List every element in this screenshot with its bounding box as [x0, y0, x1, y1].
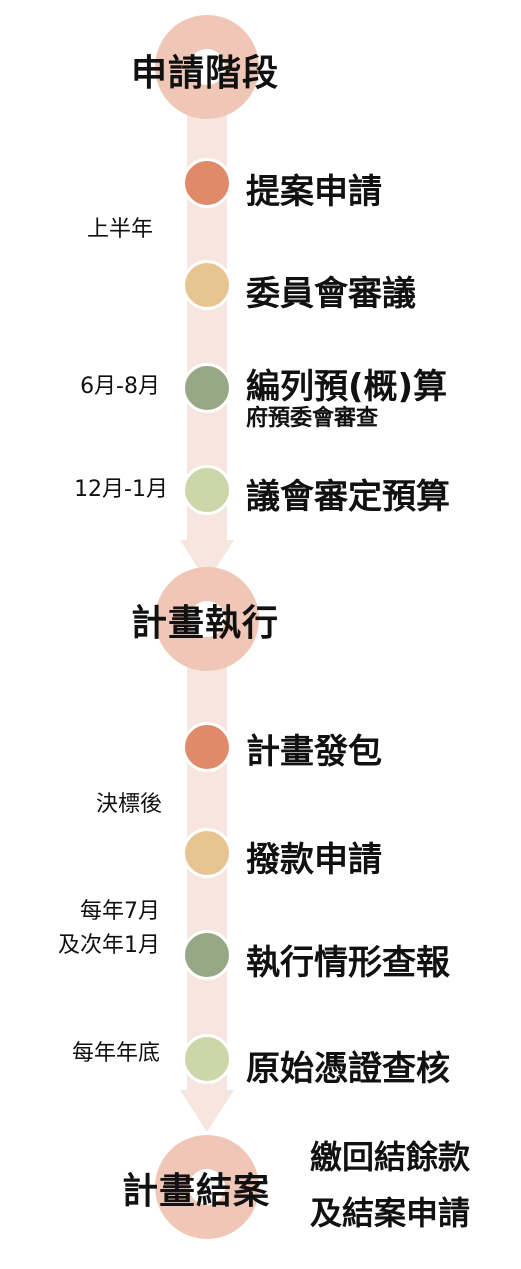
step-dot-contract [182, 722, 232, 772]
step-dot-proposal [182, 158, 232, 208]
timing-label-year-end: 每年年底 [71, 1041, 160, 1066]
step-dot-budget [182, 363, 232, 413]
step-label-contract: 計畫發包 [246, 732, 382, 772]
flow-arrow-down [180, 1090, 234, 1132]
timing-label-dec-jan: 12月-1月 [74, 477, 168, 502]
phase-ring-close [155, 1135, 259, 1239]
timing-label-jul-line2: 及次年1月 [58, 933, 160, 958]
step-label-report: 執行情形查報 [246, 943, 450, 983]
final-step-line2: 及結案申請 [310, 1194, 471, 1232]
step-label-proposal: 提案申請 [246, 172, 382, 212]
step-dot-committee [182, 260, 232, 310]
step-label-council: 議會審定預算 [246, 477, 450, 517]
phase-title-execute: 計畫執行 [131, 603, 280, 644]
step-sublabel-budget: 府預委會審查 [246, 406, 379, 431]
phase-title-close: 計畫結案 [122, 1171, 271, 1212]
phase-ring-execute [155, 567, 259, 671]
step-label-payment: 撥款申請 [246, 840, 382, 880]
timing-label-jun-aug: 6月-8月 [80, 374, 160, 399]
step-label-committee: 委員會審議 [246, 274, 416, 314]
timing-label-jul-line1: 每年7月 [80, 899, 160, 924]
step-dot-report [182, 930, 232, 980]
timing-label-first-half: 上半年 [86, 217, 153, 242]
timing-label-after-bid: 決標後 [95, 792, 162, 817]
step-label-budget: 編列預(概)算 [246, 367, 448, 407]
step-dot-voucher [182, 1034, 232, 1084]
step-dot-council [182, 465, 232, 515]
final-step-line1: 繳回結餘款 [310, 1138, 471, 1176]
step-dot-payment [182, 828, 232, 878]
phase-title-apply: 申請階段 [131, 53, 280, 94]
step-label-voucher: 原始憑證查核 [246, 1049, 450, 1089]
